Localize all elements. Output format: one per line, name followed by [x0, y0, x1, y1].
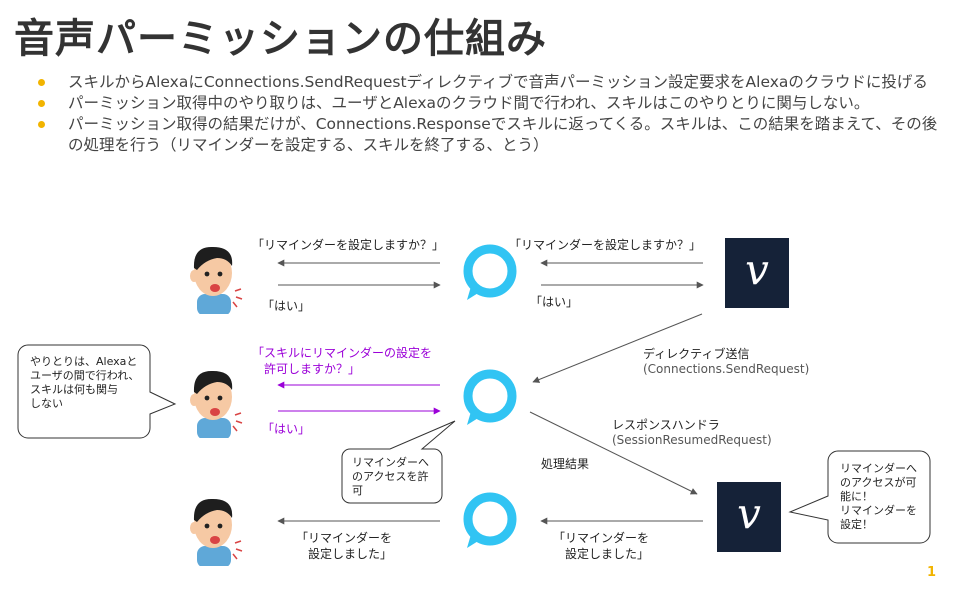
- label-permission-yes: 「はい」: [262, 422, 311, 436]
- skill-logo-icon: v: [717, 482, 781, 552]
- bullet-item: スキルからAlexaにConnections.SendRequestディレクティ…: [38, 72, 943, 93]
- alexa-icon: [463, 369, 517, 425]
- label-ask-user: 「リマインダーを設定しますか？」: [252, 238, 445, 252]
- label-done-user-1: 「リマインダーを: [296, 531, 393, 545]
- alexa-icon: [463, 492, 517, 548]
- bullet-dot-icon: [38, 121, 45, 128]
- skill-logo-icon: v: [725, 238, 789, 308]
- callout-skill-text: リマインダーへ のアクセスが可 能に！ リマインダーを 設定！: [840, 462, 917, 531]
- alexa-icon: [463, 244, 517, 300]
- label-done-user-2: 設定しました」: [308, 547, 393, 561]
- person-icon: [190, 498, 243, 566]
- callout-user-text: やりとりは、Alexaと ユーザの間で行われ、 スキルは何も関与 しない: [30, 355, 140, 410]
- label-done-skill-1: 「リマインダーを: [553, 531, 650, 545]
- callout-alexa-bubble: [341, 420, 456, 504]
- arrow-alexa-to-skill-response: [529, 411, 698, 495]
- slide-title: 音声パーミッションの仕組み: [14, 16, 547, 62]
- callout-skill-bubble: [788, 450, 931, 544]
- bullet-item: パーミッション取得の結果だけが、Connections.Responseでスキル…: [38, 114, 943, 156]
- callout-user-bubble: [17, 344, 177, 439]
- bullet-dot-icon: [38, 100, 45, 107]
- bullet-item: パーミッション取得中のやり取りは、ユーザとAlexaのクラウド間で行われ、スキル…: [38, 93, 943, 114]
- label-permission-question-1: 「スキルにリマインダーの設定を: [252, 346, 433, 360]
- arrow-skill-to-alexa-directive: [532, 313, 703, 383]
- person-icon: [190, 370, 243, 438]
- label-result: 処理結果: [541, 457, 590, 471]
- label-done-skill-2: 設定しました」: [565, 547, 650, 561]
- label-handler-sub: (SessionResumedRequest): [612, 433, 772, 447]
- label-permission-question-2: 許可しますか？」: [264, 362, 361, 376]
- bullet-dot-icon: [38, 79, 45, 86]
- bullet-list: スキルからAlexaにConnections.SendRequestディレクティ…: [38, 72, 943, 156]
- label-directive-title: ディレクティブ送信: [643, 347, 750, 361]
- label-yes-user: 「はい」: [262, 299, 311, 313]
- label-yes-skill: 「はい」: [530, 295, 579, 309]
- label-ask-skill: 「リマインダーを設定しますか？」: [509, 238, 702, 252]
- label-directive-sub: (Connections.SendRequest): [643, 362, 810, 376]
- label-handler-title: レスポンスハンドラ: [612, 418, 720, 432]
- callout-alexa-text: リマインダーへ のアクセスを許 可: [352, 456, 429, 497]
- page-number: 1: [926, 565, 936, 580]
- person-icon: [190, 246, 243, 314]
